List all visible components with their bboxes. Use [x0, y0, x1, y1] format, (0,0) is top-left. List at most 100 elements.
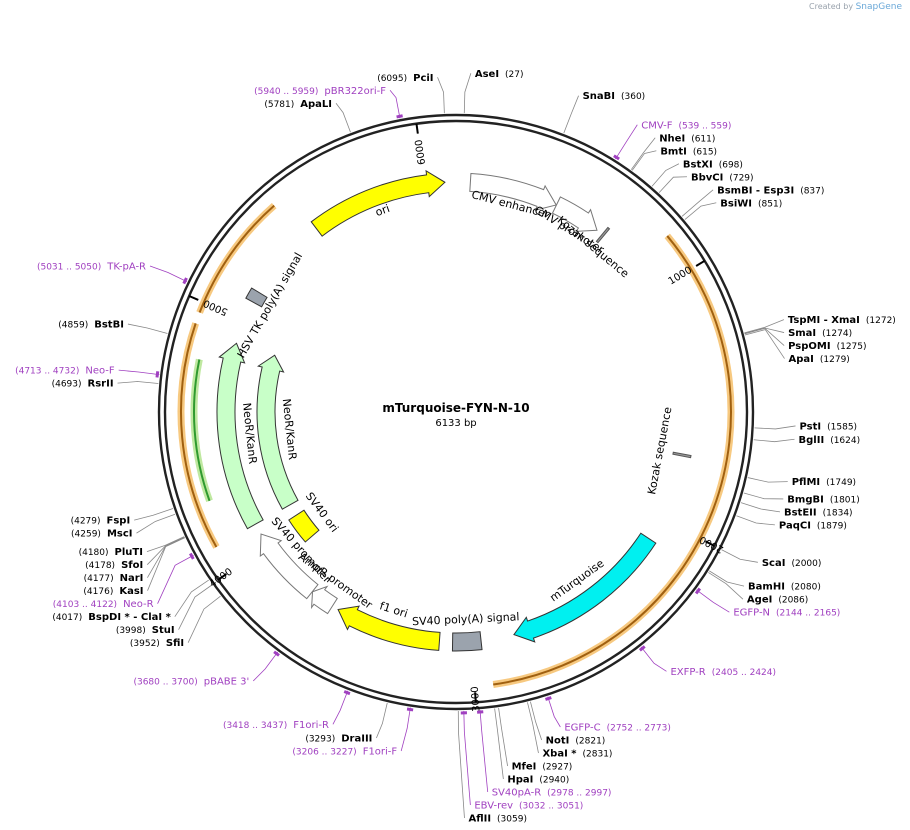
orf-right[interactable]: [493, 235, 732, 686]
site-name: F1ori-R: [293, 720, 329, 731]
site-bstxi[interactable]: BstXI(698): [683, 159, 743, 170]
site-coord: (1274): [822, 329, 852, 339]
site-noti[interactable]: NotI (2821): [546, 736, 606, 747]
tick-mark-6000: [415, 123, 419, 134]
site-nhei[interactable]: NheI(611): [659, 133, 715, 144]
site-draiii[interactable]: DraIII(3293): [305, 734, 372, 745]
feature-sv40-ori[interactable]: [288, 509, 320, 543]
feature-sv40-promoter[interactable]: [259, 533, 319, 600]
feature-hsv-tk-polya-signal[interactable]: [245, 287, 268, 308]
site-xbai[interactable]: XbaI *(2831): [542, 749, 612, 760]
site-bmti[interactable]: BmtI(615): [660, 146, 717, 157]
feature-cmv-enhancer[interactable]: [469, 172, 557, 211]
feature-ori[interactable]: [310, 169, 446, 237]
feature-kozak-sequence-mid[interactable]: [672, 451, 692, 459]
primer-sv40pa-r[interactable]: SV40pA-R(2978 .. 2997): [492, 788, 612, 799]
feature-neor-kanr-inner[interactable]: [256, 354, 299, 510]
site-bamhi[interactable]: BamHI(2080): [748, 582, 821, 593]
primer-f1ori-r[interactable]: F1ori-R(3418 .. 3437): [223, 720, 329, 731]
site-msci[interactable]: MscI(4259): [71, 529, 132, 540]
primer-tk-pa-r[interactable]: TK-pA-R(5031 .. 5050): [37, 261, 146, 272]
feature-sv40-polya-signal[interactable]: [451, 631, 483, 652]
site-name: NotI: [546, 736, 570, 747]
primer-pbr322ori-f[interactable]: pBR322ori-F(5940 .. 5959): [254, 86, 386, 97]
site-stui[interactable]: StuI(3998): [116, 625, 175, 636]
site-hpai[interactable]: HpaI(2940): [507, 775, 569, 786]
site-paqci[interactable]: PaqCI(1879): [779, 520, 847, 531]
site-bglii[interactable]: BglII(1624): [799, 435, 861, 446]
site-mfei[interactable]: MfeI(2927): [512, 762, 573, 773]
primer-exfp-r[interactable]: EXFP-R(2405 .. 2424): [670, 667, 776, 678]
site-bstbi[interactable]: BstBI(4859): [58, 320, 124, 331]
primer-egfp-c[interactable]: EGFP-C(2752 .. 2773): [564, 723, 671, 734]
feature-ampr-promoter[interactable]: [311, 585, 338, 615]
orf-left[interactable]: [180, 323, 218, 548]
site-agei[interactable]: AgeI(2086): [747, 595, 808, 606]
site-leader-f1ori-f: [400, 707, 411, 752]
orf-green[interactable]: [193, 359, 211, 502]
site-pluti[interactable]: PluTI(4180): [79, 547, 143, 558]
primer-ebv-rev[interactable]: EBV-rev(3032 .. 3051): [474, 801, 583, 812]
site-coord: (2821): [575, 737, 605, 747]
feature-cmv-promoter[interactable]: [551, 196, 598, 232]
site-bsteii[interactable]: BstEII(1834): [784, 507, 853, 518]
site-name: NheI: [659, 133, 685, 144]
site-coord: (4103 .. 4122): [53, 600, 117, 610]
site-bsiwi[interactable]: BsiWI(851): [720, 198, 782, 209]
feature-kozak-sequence-top[interactable]: [595, 226, 611, 244]
site-name: PstI: [800, 421, 822, 432]
site-name: TspMI - XmaI: [788, 315, 860, 326]
site-smai[interactable]: SmaI(1274): [788, 328, 852, 339]
primer-neo-r[interactable]: Neo-R(4103 .. 4122): [53, 599, 154, 610]
backbone-outer-ring: [157, 113, 755, 711]
site-apai[interactable]: ApaI(1279): [789, 354, 850, 365]
site-coord: (3680 .. 3700): [133, 677, 197, 687]
orf-left-outer[interactable]: [198, 204, 275, 313]
site-leader-bmti: [631, 150, 657, 171]
primer-neo-f[interactable]: Neo-F(4713 .. 4732): [15, 366, 115, 377]
feature-neor-kanr-outer[interactable]: [216, 342, 264, 530]
site-coord: (3293): [305, 735, 335, 745]
site-pcii[interactable]: PciI(6095): [377, 73, 433, 84]
site-apali[interactable]: ApaLI(5781): [264, 99, 332, 110]
site-coord: (837): [800, 186, 824, 196]
site-fspi[interactable]: FspI(4279): [71, 516, 131, 527]
site-bspdi-clai[interactable]: BspDI * - ClaI *(4017): [52, 612, 171, 623]
site-leader-pluti: [146, 536, 185, 553]
site-coord: (4859): [58, 321, 88, 331]
site-name: ApaI: [789, 354, 814, 365]
site-pflmi[interactable]: PflMI(1749): [792, 477, 856, 488]
site-rsrii[interactable]: RsrII(4693): [52, 379, 114, 390]
site-pspomi[interactable]: PspOMI(1275): [788, 341, 866, 352]
primer-cmv-f[interactable]: CMV-F(539 .. 559): [641, 120, 731, 131]
site-sfii[interactable]: SfiI(3952): [130, 638, 184, 649]
site-kasi[interactable]: KasI(4176): [83, 586, 143, 597]
site-psti[interactable]: PstI(1585): [800, 421, 858, 432]
site-leader-asei: [463, 73, 472, 114]
site-name: ApaLI: [300, 99, 332, 110]
primer-egfp-n[interactable]: EGFP-N(2144 .. 2165): [733, 608, 840, 619]
site-aflii[interactable]: AflII(3059): [468, 814, 527, 825]
site-scai[interactable]: ScaI(2000): [762, 558, 822, 569]
site-asei[interactable]: AseI(27): [475, 69, 524, 80]
feature-mturquoise[interactable]: [513, 532, 657, 643]
site-bmgbi[interactable]: BmgBI(1801): [787, 494, 859, 505]
primer-pbabe-3[interactable]: pBABE 3'(3680 .. 3700): [133, 676, 249, 687]
site-name: FspI: [107, 516, 131, 527]
site-snabi[interactable]: SnaBI(360): [583, 91, 646, 102]
site-bbvci[interactable]: BbvCI(729): [691, 172, 754, 183]
site-name: BsiWI: [720, 198, 752, 209]
site-coord: (1624): [830, 436, 860, 446]
feature-label-neor-kanr-inner: NeoR/KanR: [280, 398, 299, 461]
feature-f1-ori[interactable]: [337, 605, 441, 651]
site-tspmi-xmai[interactable]: TspMI - XmaI(1272): [788, 315, 896, 326]
site-leader-nhei: [630, 137, 656, 170]
tick-mark-2000: [705, 540, 715, 547]
site-bsmbi-esp3i[interactable]: BsmBI - Esp3I(837): [717, 185, 824, 196]
site-coord: (4176): [83, 587, 113, 597]
site-name: XbaI *: [542, 749, 577, 760]
site-nari[interactable]: NarI(4177): [84, 573, 144, 584]
site-sfoi[interactable]: SfoI(4178): [85, 560, 143, 571]
primer-f1ori-f[interactable]: F1ori-F(3206 .. 3227): [292, 747, 397, 758]
